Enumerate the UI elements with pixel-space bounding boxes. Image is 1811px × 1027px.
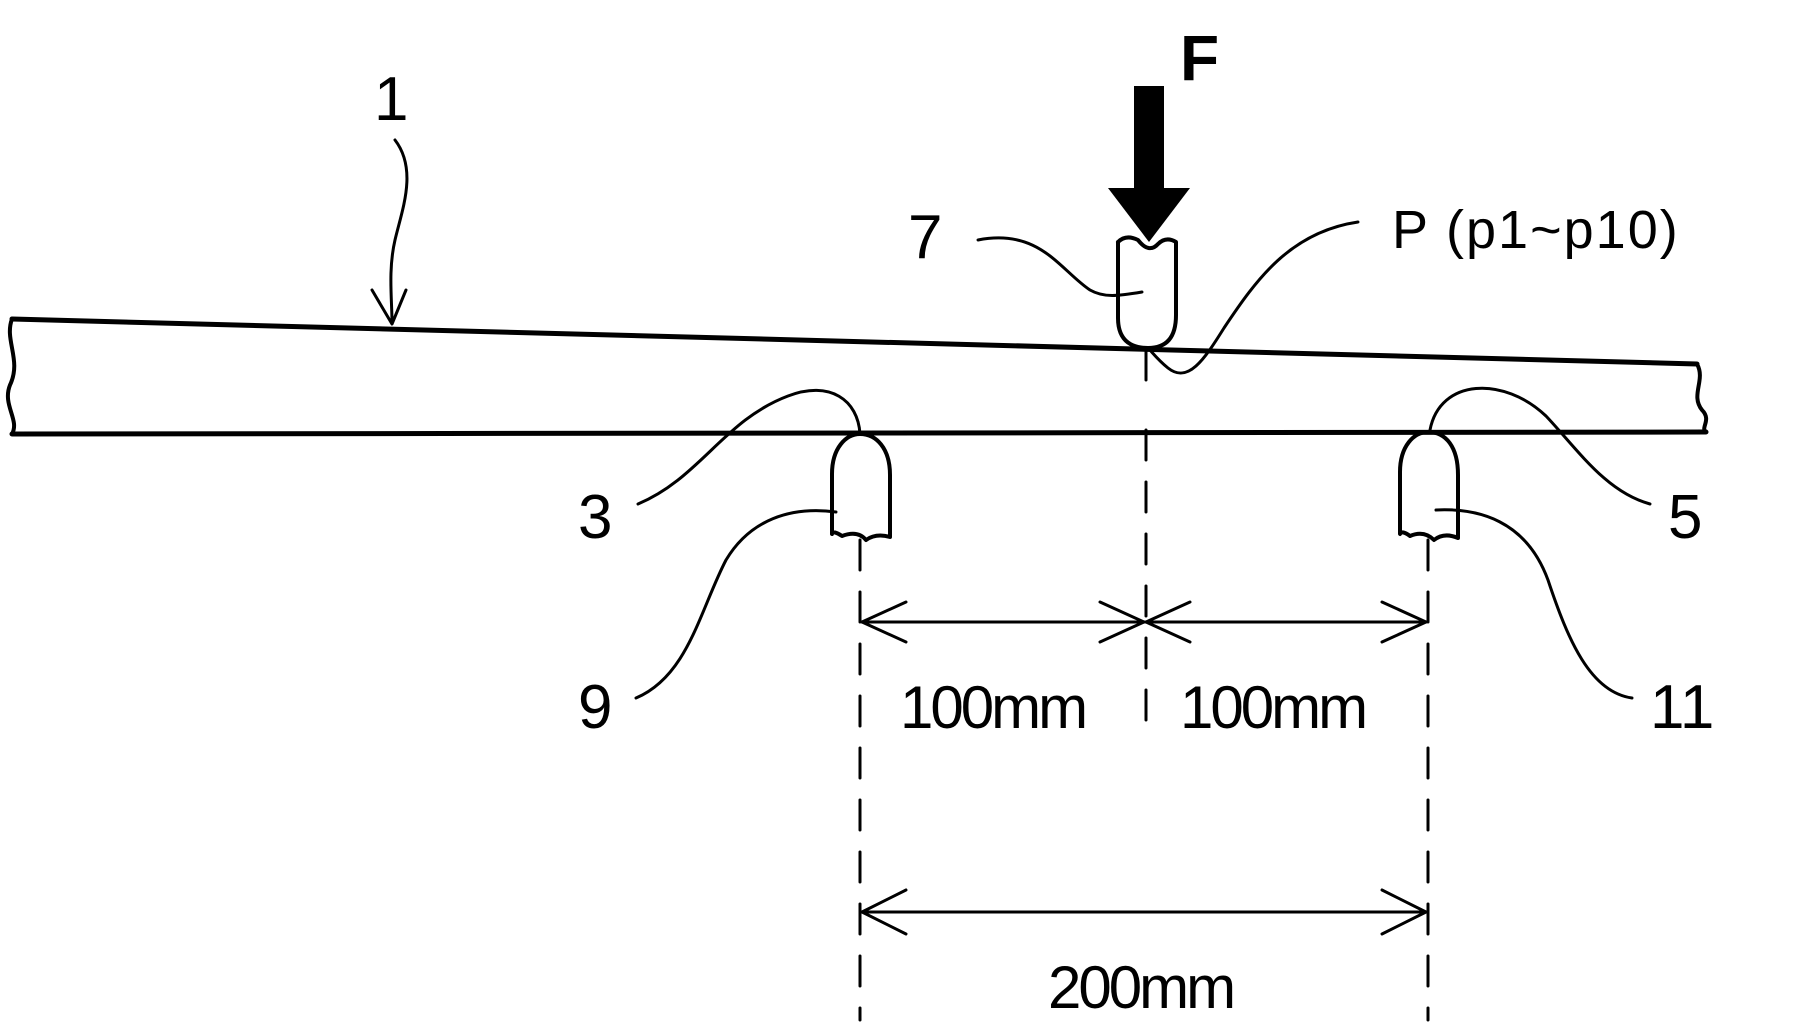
numeral-3: 3 [578, 483, 612, 552]
leader-11 [1436, 510, 1632, 698]
numeral-11: 11 [1650, 673, 1714, 742]
numeral-9: 9 [578, 673, 612, 742]
specimen-leader [372, 140, 407, 324]
point-label: P (p1~p10) [1392, 200, 1680, 260]
dimension-span-label: 200mm [1048, 954, 1233, 1021]
leader-9 [636, 511, 836, 698]
force-label: F [1180, 22, 1219, 94]
indenter [1118, 237, 1176, 348]
dimension-arrows-100 [862, 602, 1426, 642]
numeral-1: 1 [374, 65, 408, 134]
dimension-left-label: 100mm [900, 674, 1085, 741]
leader-5 [1430, 388, 1650, 504]
leader-3 [638, 390, 860, 504]
dimension-arrow-200 [862, 890, 1426, 934]
force-arrow [1108, 86, 1190, 242]
numeral-5: 5 [1668, 483, 1702, 552]
leader-lines [636, 222, 1650, 698]
numeral-7: 7 [908, 203, 942, 272]
dimension-right-label: 100mm [1180, 674, 1365, 741]
right-support [1400, 432, 1458, 540]
left-support [832, 434, 890, 540]
